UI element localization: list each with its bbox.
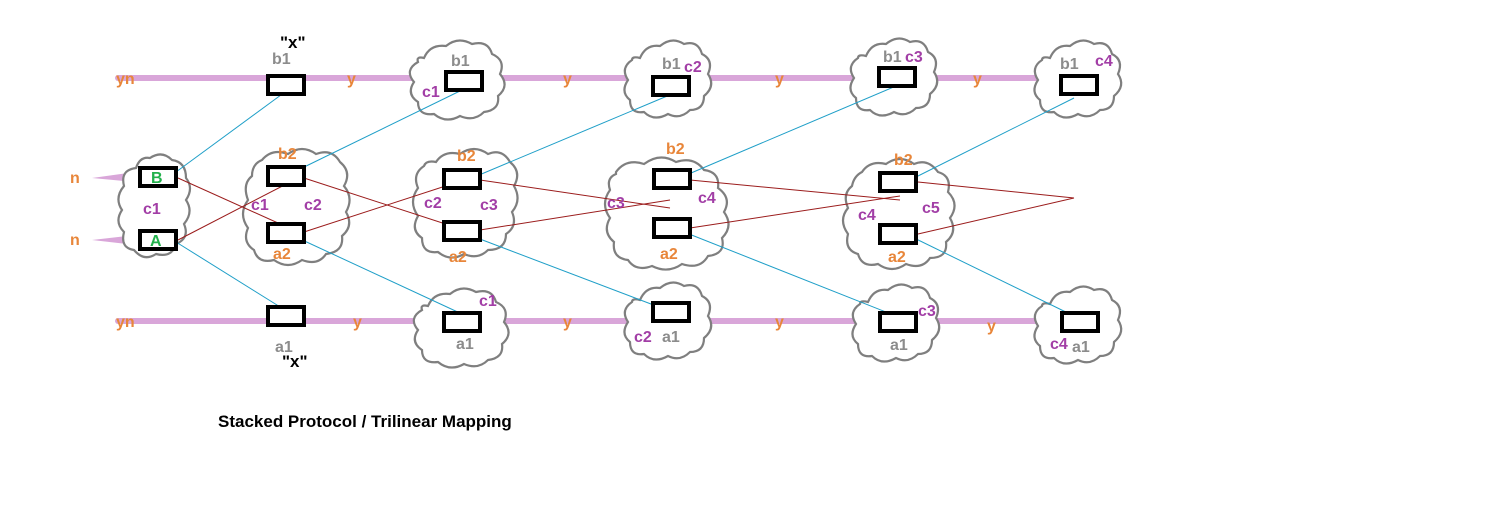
label-c2-col3-top: c2 bbox=[684, 59, 702, 76]
label-x-bottom: "x" bbox=[282, 352, 308, 371]
node-a1-col2 bbox=[442, 311, 482, 333]
node-a1-col3 bbox=[651, 301, 691, 323]
label-y-top-3: y bbox=[775, 71, 784, 88]
label-c1-col2-bottom: c1 bbox=[479, 293, 497, 310]
label-y-top-1: y bbox=[347, 71, 356, 88]
node-A bbox=[138, 229, 178, 251]
cloud-b2-a2-col4 bbox=[841, 157, 956, 271]
label-y-bottom-1: y bbox=[353, 314, 362, 331]
label-b1-col5: b1 bbox=[1060, 56, 1079, 73]
node-B bbox=[138, 166, 178, 188]
label-c4-col5-bottom: c4 bbox=[1050, 336, 1068, 353]
label-a2-col3: a2 bbox=[660, 246, 678, 263]
label-c1-input: c1 bbox=[143, 201, 161, 218]
label-yn-top: yn bbox=[116, 71, 135, 88]
label-a1-col3: a1 bbox=[662, 329, 680, 346]
node-b1-col1 bbox=[266, 74, 306, 96]
label-y-bottom-4: y bbox=[987, 318, 996, 335]
blue-edges bbox=[175, 85, 1075, 317]
label-A: A bbox=[150, 233, 162, 250]
node-a1-col5 bbox=[1060, 311, 1100, 333]
label-x-top: "x" bbox=[280, 33, 306, 52]
label-y-bottom-3: y bbox=[775, 314, 784, 331]
label-y-top-4: y bbox=[973, 71, 982, 88]
label-b2-col4: b2 bbox=[894, 152, 913, 169]
node-b2-col1 bbox=[266, 165, 306, 187]
label-B: B bbox=[151, 170, 163, 187]
label-y-top-2: y bbox=[563, 71, 572, 88]
label-c3-col4-bottom: c3 bbox=[918, 303, 936, 320]
label-c2-col3-bottom: c2 bbox=[634, 329, 652, 346]
diagram-caption: Stacked Protocol / Trilinear Mapping bbox=[218, 412, 512, 431]
label-c4-col4: c4 bbox=[858, 207, 876, 224]
label-b2-col3: b2 bbox=[666, 141, 685, 158]
node-a1-col4 bbox=[878, 311, 918, 333]
label-a2-col2: a2 bbox=[449, 249, 467, 266]
node-a2-col1 bbox=[266, 222, 306, 244]
label-b2-col2: b2 bbox=[457, 148, 476, 165]
label-n-bottom: n bbox=[70, 232, 80, 249]
labels: yn yn y y y y y y y y n n "x" "x" B A c1… bbox=[70, 33, 1113, 371]
nodes bbox=[138, 66, 1100, 333]
label-c3-col2: c3 bbox=[480, 197, 498, 214]
node-a2-col4 bbox=[878, 223, 918, 245]
label-yn-bottom: yn bbox=[116, 314, 135, 331]
node-a1-col1 bbox=[266, 305, 306, 327]
label-b1-col3: b1 bbox=[662, 56, 681, 73]
label-a1-col4: a1 bbox=[890, 337, 908, 354]
label-a2-col4: a2 bbox=[888, 249, 906, 266]
node-a2-col3 bbox=[652, 217, 692, 239]
label-y-bottom-2: y bbox=[563, 314, 572, 331]
node-b1-col5 bbox=[1059, 74, 1099, 96]
label-c2-col2: c2 bbox=[424, 195, 442, 212]
label-a1-col1: a1 bbox=[275, 339, 293, 356]
node-b1-col2 bbox=[444, 70, 484, 92]
label-c1-col2-top: c1 bbox=[422, 84, 440, 101]
label-b1-col4: b1 bbox=[883, 49, 902, 66]
label-c2-col1: c2 bbox=[304, 197, 322, 214]
label-b1-col1: b1 bbox=[272, 51, 291, 68]
label-n-top: n bbox=[70, 170, 80, 187]
node-b2-col4 bbox=[878, 171, 918, 193]
label-c3-col3: c3 bbox=[607, 195, 625, 212]
label-c4-col5-top: c4 bbox=[1095, 53, 1113, 70]
node-b2-col2 bbox=[442, 168, 482, 190]
label-c3-col4-top: c3 bbox=[905, 49, 923, 66]
node-b2-col3 bbox=[652, 168, 692, 190]
label-a2-col1: a2 bbox=[273, 246, 291, 263]
label-a1-col2: a1 bbox=[456, 336, 474, 353]
node-b1-col4 bbox=[877, 66, 917, 88]
label-b2-col1: b2 bbox=[278, 146, 297, 163]
label-c4-col3: c4 bbox=[698, 190, 716, 207]
label-a1-col5: a1 bbox=[1072, 339, 1090, 356]
node-a2-col2 bbox=[442, 220, 482, 242]
label-b1-col2: b1 bbox=[451, 53, 470, 70]
label-c5-col4: c5 bbox=[922, 200, 940, 217]
cloud-b2-a2-col3 bbox=[603, 156, 730, 271]
label-c1-col1: c1 bbox=[251, 197, 269, 214]
node-b1-col3 bbox=[651, 75, 691, 97]
